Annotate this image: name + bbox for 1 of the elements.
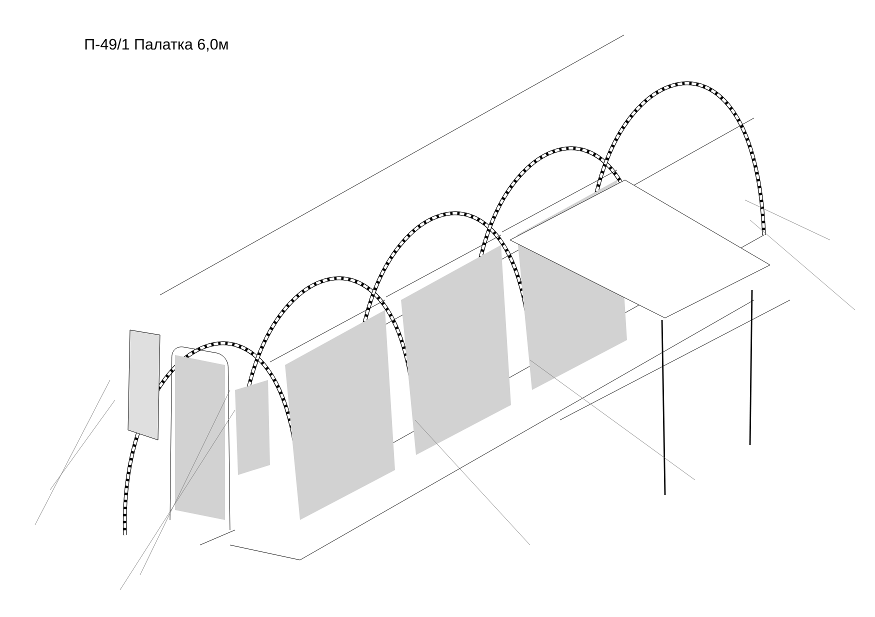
title: П-49/1 Палатка 6,0м: [85, 38, 228, 52]
